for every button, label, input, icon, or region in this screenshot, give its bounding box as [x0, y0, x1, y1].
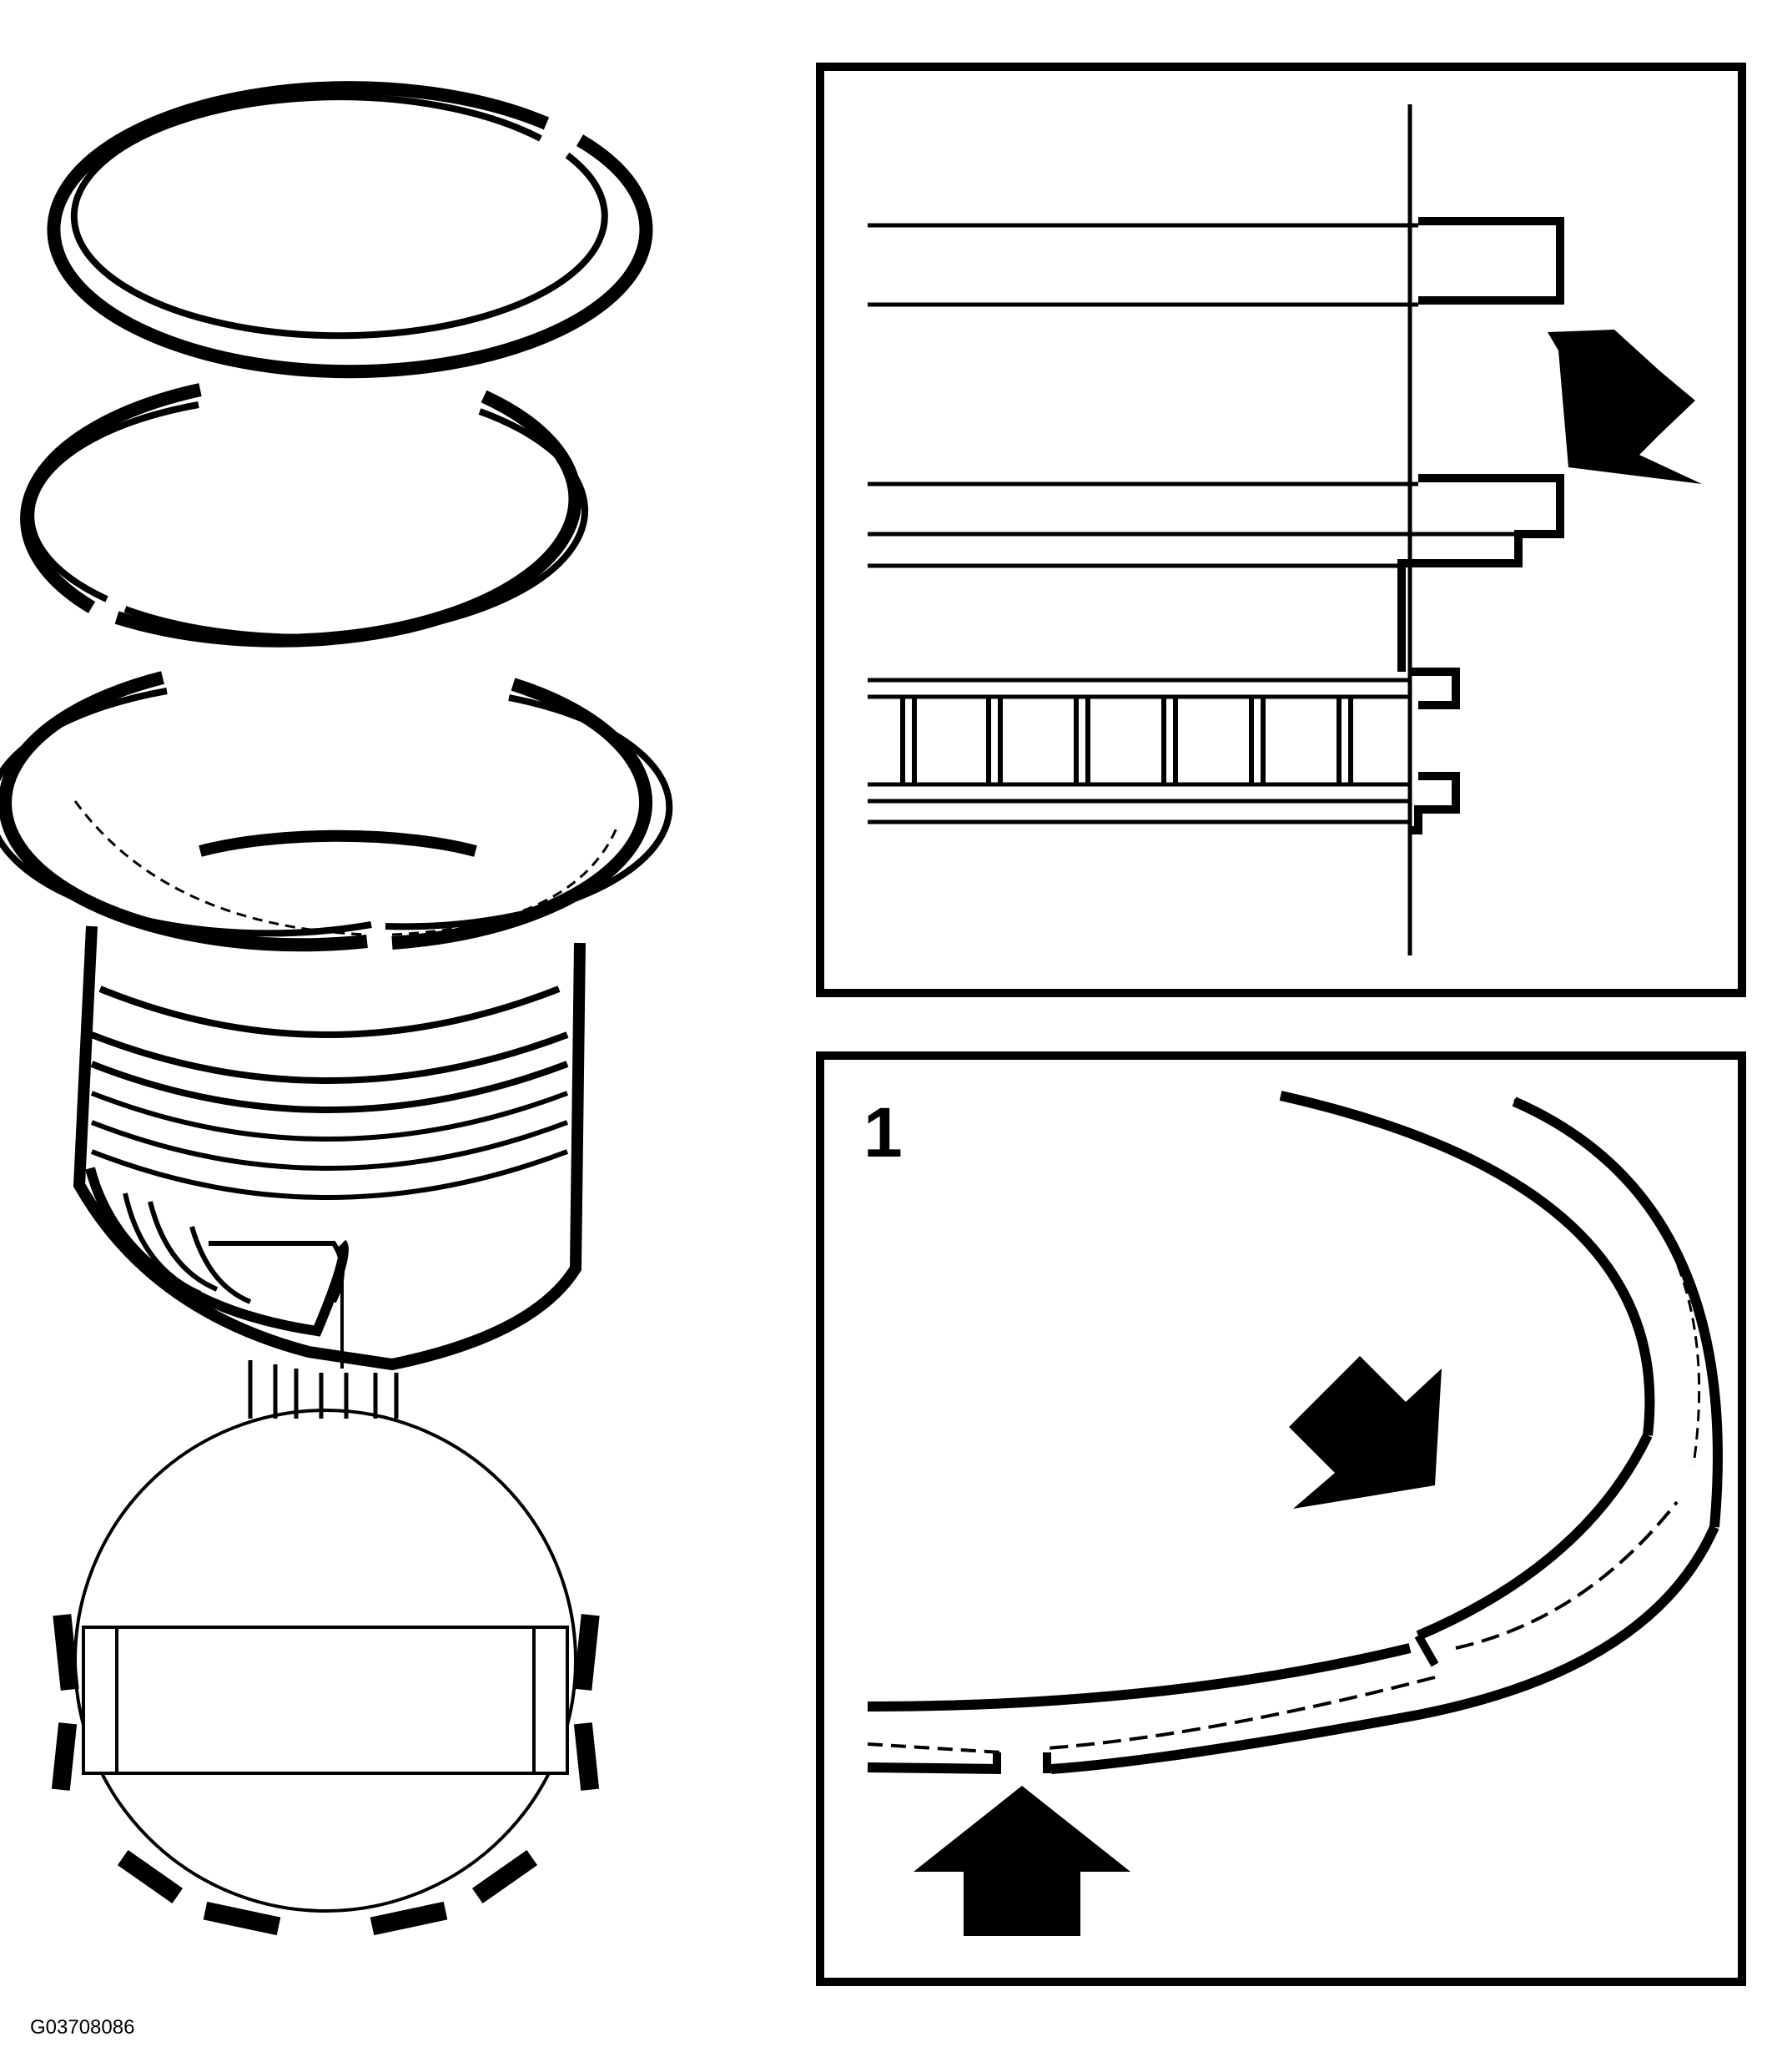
callout-number: 1 — [863, 1093, 903, 1172]
oil-control-ring — [0, 671, 673, 952]
piston — [73, 925, 586, 1419]
groove-section-panel — [816, 63, 1746, 997]
piston-crown-top-view — [51, 1409, 600, 1936]
arrow-down-left-icon — [1548, 330, 1702, 484]
ring-gap-panel — [816, 1051, 1746, 1986]
top-compression-ring — [47, 81, 653, 379]
second-compression-ring — [20, 383, 589, 648]
arrow-up-icon — [914, 1786, 1130, 1936]
arrow-down-right-icon — [1289, 1356, 1442, 1509]
figure-code: G03708086 — [30, 2016, 135, 2039]
